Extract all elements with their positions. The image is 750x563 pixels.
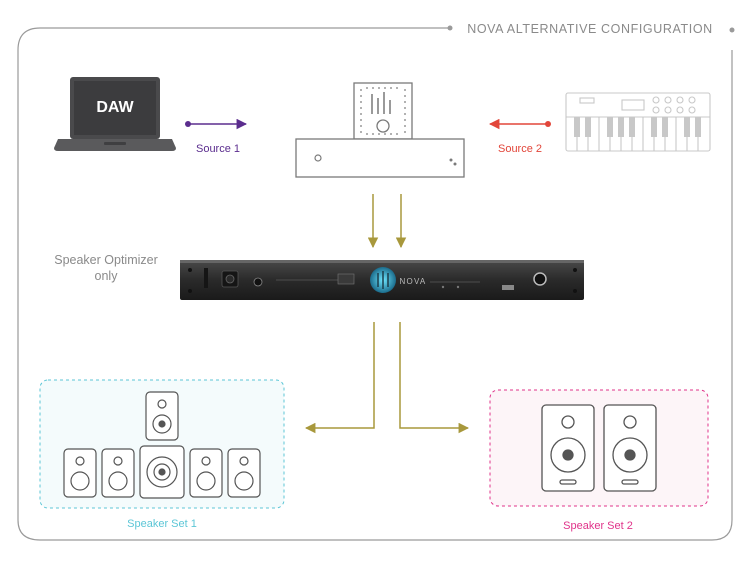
audio-interface-icon <box>295 82 465 178</box>
optimizer-label-line-1: Speaker Optimizer <box>54 253 158 267</box>
nova-brand-label: NOVA <box>400 277 427 286</box>
speaker-set-1-label: Speaker Set 1 <box>127 518 197 530</box>
speaker-set-2-icon <box>541 404 657 492</box>
optimizer-label-line-2: only <box>95 269 119 283</box>
speaker-set-1-icon <box>63 391 261 499</box>
frame-dot-right <box>729 27 735 33</box>
source-1-dot <box>185 121 191 127</box>
speaker-set-1-box <box>39 379 285 509</box>
nova-rack-unit-icon <box>180 260 584 300</box>
laptop-icon <box>54 77 176 151</box>
outer-frame <box>17 27 733 541</box>
frame-dot-left <box>447 25 453 31</box>
source-2-dot <box>545 121 551 127</box>
speaker-set-2-label: Speaker Set 2 <box>563 520 633 532</box>
nova-to-set-1-arrow <box>304 322 375 434</box>
daw-label: DAW <box>96 99 134 116</box>
source-1-label: Source 1 <box>196 143 240 155</box>
source-2-label: Source 2 <box>498 143 542 155</box>
speaker-set-2-box <box>489 389 709 507</box>
nova-to-set-2-arrow <box>399 322 470 434</box>
midi-keyboard-icon <box>565 92 711 152</box>
diagram-title: NOVA ALTERNATIVE CONFIGURATION <box>467 22 713 36</box>
